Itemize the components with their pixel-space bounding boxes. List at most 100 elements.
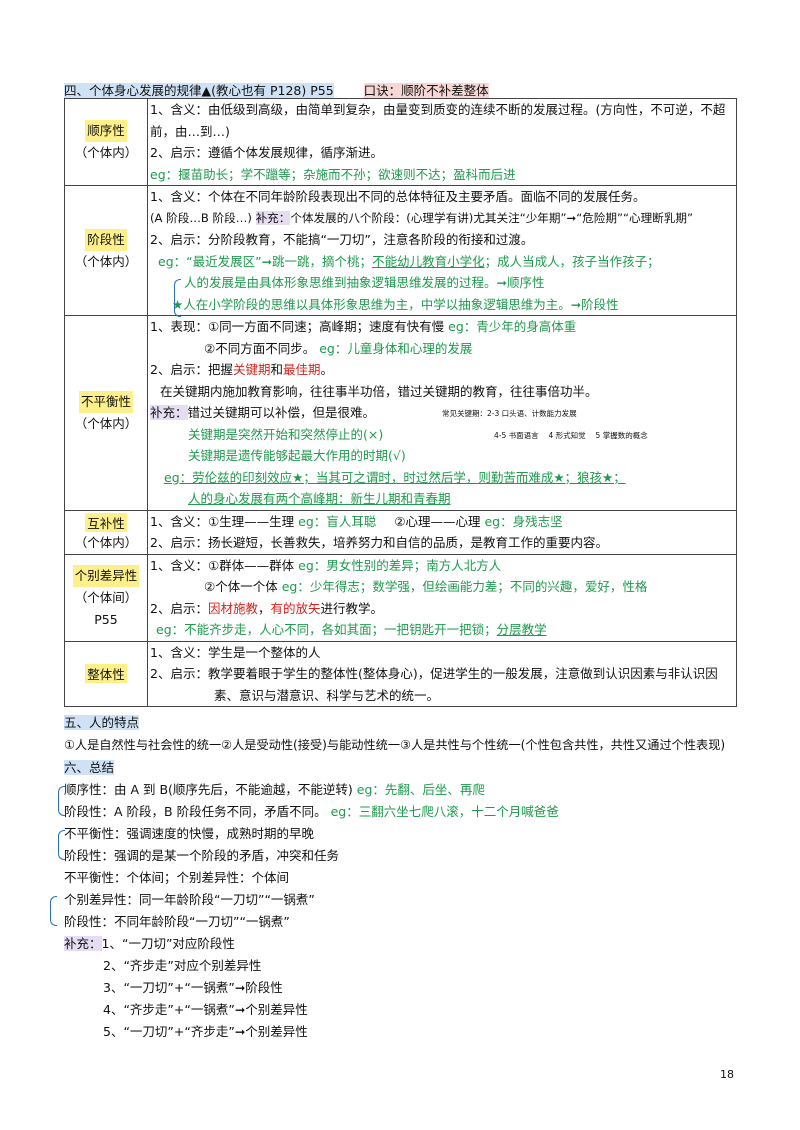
summary-line: 顺序性：由 A 到 B(顺序先后，不能逾越，不能逆转) eg：先翻、后坐、再爬 (64, 779, 485, 798)
row-label: 个别差异性 (72, 564, 140, 587)
row-content: 1、含义：学生是一个整体的人 2、启示：教学要着眼于学生的整体性(整体身心)，促… (147, 640, 737, 707)
section-title: 六、总结 (64, 760, 115, 775)
text-span: 2、启示：把握 (150, 362, 233, 377)
row-label: 互补性 (85, 513, 127, 532)
row-content: 1、含义：个体在不同年龄阶段表现出不同的总体特征及主要矛盾。面临不同的发展任务。… (147, 185, 737, 317)
text-span: 阶段性：A 阶段，B 阶段任务不同，矛盾不同。 (64, 804, 327, 819)
text-span: 错过关键期可以补偿，但是很难。 (187, 405, 376, 420)
row-label: 顺序性 (85, 120, 127, 142)
table-row: 互补性 （个体内） 1、含义：①生理——生理 eg：盲人耳聪 ②心理——心理 e… (64, 509, 737, 555)
text-span: 1、含义：①生理——生理 (150, 513, 295, 529)
summary-line: 个别差异性：同一年龄阶段“一刀切”“一锅煮” (64, 892, 315, 907)
text-line: 2、启示：遵循个体发展规律，循序渐进。 (150, 145, 383, 160)
text-span: 顺序性：由 A 到 B(顺序先后，不能逾越，不能逆转) (64, 782, 353, 797)
text-span: 个体发展的八个阶段：(心理学有讲)尤其关注“少年期”➞“危险期”“心理断乳期” (290, 210, 693, 225)
text-line: ②个体一个体 eg：少年得志；数学强，但绘画能力差；不同的兴趣，爱好，性格 (148, 576, 736, 598)
summary-line: 阶段性：不同年龄阶段“一刀切”“一锅煮” (64, 914, 290, 929)
row-label-cell: 顺序性 （个体内） (64, 98, 148, 186)
supplement-item: 3、“一刀切”+“一锅煮”➞阶段性 (103, 980, 283, 995)
text-span: ②个体一个体 (204, 579, 278, 594)
critical-period-note: 常见关键期：2-3 口头语、计数能力发展 (442, 409, 577, 418)
text-line: 1、表现：①同一方面不同速；高峰期；速度有快有慢 eg：青少年的身高体重 (148, 316, 736, 338)
keyword: 最佳期 (283, 362, 321, 377)
text-line: 2、启示：教学要着眼于学生的整体性(整体身心)，促进学生的一般发展，注意做到认识… (150, 666, 718, 703)
text-span: 不能幼儿教育小学化 (372, 253, 485, 269)
text-span: ②不同方面不同步。 (204, 340, 316, 356)
example-span: eg：男女性别的差异；南方人北方人 (298, 557, 502, 573)
text-span: eg：不能齐步走，人心不同，各如其面；一把钥匙开一把锁； (156, 622, 497, 637)
example-line: eg：劳伦兹的印刻效应★；当其可之谓时，时过然后学，则勤苦而难成★；狼孩★； (164, 469, 626, 485)
brace-icon (58, 830, 65, 860)
example-span: eg：三翻六坐七爬八滚，十二个月喊爸爸 (330, 804, 559, 819)
summary-line: 不平衡性：强调速度的快慢，成熟时期的早晚 (64, 826, 315, 841)
text-line: 在关键期内施加教育影响，往往事半功倍，错过关键期的教育，往往事倍功半。 (160, 383, 598, 399)
table-row: 顺序性 （个体内） 1、含义：由低级到高级，由简单到复杂，由量变到质变的连续不断… (64, 98, 737, 186)
page-reference: P55 (94, 611, 118, 627)
example-span: eg：身残志坚 (484, 513, 563, 529)
row-label-cell: 整体性 (64, 640, 148, 707)
example-line: 关键期是遗传能够起最大作用的时期(√) (188, 448, 406, 463)
row-sublabel: （个体内） (74, 535, 138, 550)
keyword: 有的放矢 (270, 600, 321, 616)
critical-period-note: 4-5 书面语言 4 形式知觉 5 掌握数的概念 (494, 431, 648, 440)
text-span: 和 (270, 362, 283, 377)
text-span: eg：“最近发展区”➞跳一跳，摘个桃； (158, 253, 373, 269)
example-line: 人的身心发展有两个高峰期：新生儿期和青春期 (188, 491, 451, 506)
text-span: 1、含义：①群体——群体 (150, 557, 295, 573)
table-row: 个别差异性 （个体间） P55 1、含义：①群体——群体 eg：男女性别的差异；… (64, 553, 737, 642)
text-line: 2、启示：因材施教，有的放矢进行教学。 (148, 598, 736, 620)
row-label-cell: 个别差异性 （个体间） P55 (64, 553, 148, 642)
supplement-item: 2、“齐步走”对应个别差异性 (103, 958, 262, 973)
brace-icon (174, 279, 181, 317)
text-line: 1、含义：①生理——生理 eg：盲人耳聪 ②心理——心理 eg：身残志坚 (148, 511, 736, 533)
example-line: eg：“最近发展区”➞跳一跳，摘个桃；不能幼儿教育小学化；成人当成人，孩子当作孩… (148, 251, 736, 273)
example-span: eg：儿童身体和心理的发展 (319, 340, 473, 356)
example-line: ★人在小学阶段的思维以具体形象思维为主，中学以抽象逻辑思维为主。➞阶段性 (172, 296, 619, 312)
table-row: 整体性 1、含义：学生是一个整体的人 2、启示：教学要着眼于学生的整体性(整体身… (64, 640, 737, 707)
example-line: eg：不能齐步走，人心不同，各如其面；一把钥匙开一把锁；分层教学 (148, 619, 736, 641)
row-sublabel: （个体内） (74, 145, 138, 160)
page-number: 18 (720, 1068, 734, 1081)
text-line: 1、含义：学生是一个整体的人 (150, 644, 321, 660)
text-line: 1、含义：由低级到高级，由简单到复杂，由量变到质变的连续不断的发展过程。(方向性… (150, 102, 726, 139)
text-line: 2、启示：把握关键期和最佳期。 (148, 359, 736, 381)
text-span: 。 (320, 362, 334, 377)
development-rules-table: 顺序性 （个体内） 1、含义：由低级到高级，由简单到复杂，由量变到质变的连续不断… (64, 98, 737, 707)
row-sublabel: （个体间） (74, 589, 138, 605)
row-label: 不平衡性 (78, 390, 133, 413)
section-text: ①人是自然性与社会性的统一②人是受动性(接受)与能动性统一③人是共性与个性统一(… (64, 738, 726, 752)
text-line: 2、启示：扬长避短，长善救失，培养努力和自信的品质，是教育工作的重要内容。 (150, 535, 608, 550)
supplement-item: 1、“一刀切”对应阶段性 (101, 936, 235, 951)
text-span: 分层教学 (496, 622, 547, 637)
text-span: (A 阶段…B 阶段…) (150, 210, 252, 225)
example-span: eg：先翻、后坐、再爬 (356, 782, 485, 797)
text-line: 1、含义：个体在不同年龄阶段表现出不同的总体特征及主要矛盾。面临不同的发展任务。 (150, 189, 646, 204)
keyword: 因材施教 (207, 600, 258, 616)
supplement-label: 补充： (255, 210, 291, 225)
supplement-label: 补充： (150, 405, 188, 420)
text-line: 2、启示：分阶段教育，不能搞“一刀切”，注意各阶段的衔接和过渡。 (150, 232, 534, 247)
text-span: 1、表现：①同一方面不同速；高峰期；速度有快有慢 (150, 319, 445, 334)
keyword: 关键期 (232, 362, 271, 377)
summary-line: 不平衡性：个体间；个别差异性：个体间 (64, 870, 290, 885)
row-content: 1、含义：①群体——群体 eg：男女性别的差异；南方人北方人 ②个体一个体 eg… (147, 553, 737, 642)
example-line: 人的发展是由具体形象思维到抽象逻辑思维发展的过程。➞顺序性 (184, 275, 545, 290)
text-span: ②心理——心理 (394, 513, 481, 529)
brace-icon (58, 786, 65, 816)
example-span: eg：少年得志；数学强，但绘画能力差；不同的兴趣，爱好，性格 (281, 579, 648, 594)
section-title: 五、人的特点 (64, 715, 140, 730)
section-title: 四、个体身心发展的规律▲(教心也有 P128) P55 (64, 83, 334, 98)
summary-line: 阶段性：A 阶段，B 阶段任务不同，矛盾不同。 eg：三翻六坐七爬八滚，十二个月… (64, 801, 559, 820)
text-span: ， (257, 600, 271, 616)
row-label: 整体性 (85, 664, 127, 684)
text-line: 补充：错过关键期可以补偿，但是很难。 (148, 402, 736, 424)
row-label-cell: 阶段性 （个体内） (64, 185, 148, 316)
text-line: (A 阶段…B 阶段…) 补充：个体发展的八个阶段：(心理学有讲)尤其关注“少年… (148, 208, 736, 230)
text-span: 进行教学。 (320, 600, 384, 616)
row-label: 阶段性 (85, 228, 127, 251)
supplement-label: 补充： (64, 936, 102, 951)
row-label-cell: 互补性 （个体内） (64, 509, 148, 555)
text-span: 2、启示： (150, 600, 208, 616)
brace-icon (50, 896, 57, 926)
table-row: 不平衡性 （个体内） 1、表现：①同一方面不同速；高峰期；速度有快有慢 eg：青… (64, 315, 737, 511)
